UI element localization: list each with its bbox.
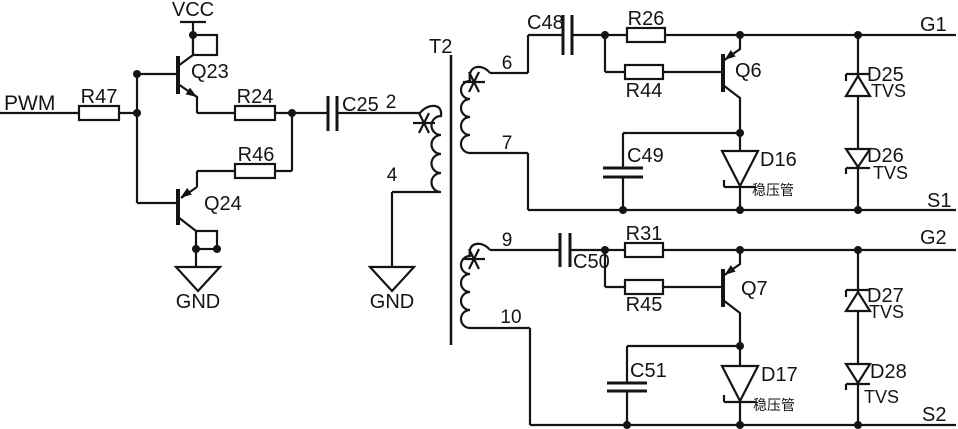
- collector-box-q24: [194, 229, 219, 251]
- net-label-s2: S2: [922, 404, 946, 426]
- input-stage: [0, 20, 420, 293]
- label-d27: D27: [867, 285, 904, 307]
- pin-label-7: 7: [502, 133, 513, 154]
- label-c25: C25: [342, 94, 379, 116]
- label-c48: C48: [527, 12, 564, 34]
- label-r45: R45: [626, 294, 663, 316]
- net-label-g2: G2: [920, 227, 947, 249]
- junction-dots: [133, 31, 862, 429]
- transistor-q23: [176, 22, 219, 113]
- gate-drive-channel-1: [490, 15, 956, 212]
- secondary-winding-2: [459, 242, 530, 330]
- tvs-d28: [844, 362, 872, 390]
- label-c51: C51: [630, 360, 667, 382]
- pin-label-4: 4: [387, 165, 398, 186]
- gate-drive-channel-2: [490, 233, 956, 427]
- pin-label-2: 2: [386, 92, 397, 113]
- label-c49: C49: [627, 145, 664, 167]
- label-r44: R44: [626, 80, 663, 102]
- label-r24: R24: [237, 86, 274, 108]
- label-d25-tvs: TVS: [871, 81, 906, 101]
- resistor-r24: [197, 104, 328, 122]
- capacitor-c51: [607, 344, 740, 425]
- wire-pwm: [0, 72, 178, 205]
- label-r26: R26: [628, 8, 665, 30]
- label-d27-tvs: TVS: [869, 302, 904, 322]
- label-c50: C50: [573, 251, 610, 273]
- capacitor-c49: [603, 131, 740, 210]
- net-label-vcc: VCC: [172, 0, 214, 21]
- net-label-gnd-left: GND: [176, 291, 220, 313]
- tvs-d27: [844, 288, 872, 313]
- label-d16: D16: [760, 149, 797, 171]
- gnd-symbol-left: [173, 265, 223, 293]
- zener-d16: [720, 149, 760, 189]
- tvs-d26: [843, 147, 873, 174]
- wire-pin6: [490, 33, 563, 75]
- resistor-r44: [603, 35, 723, 81]
- polarity-star-sec2: [463, 248, 485, 270]
- net-label-s1: S1: [927, 190, 951, 212]
- gnd-symbol-mid: [367, 265, 417, 293]
- label-d17-zener-cn: 稳压管: [753, 397, 795, 413]
- label-q23: Q23: [191, 61, 229, 83]
- label-d26: D26: [867, 145, 904, 167]
- capacitor-c25: [326, 96, 420, 131]
- label-q6: Q6: [735, 60, 762, 82]
- label-t2: T2: [429, 36, 452, 58]
- zener-d17: [720, 364, 760, 404]
- resistor-r46: [195, 113, 294, 187]
- label-r31: R31: [626, 223, 663, 245]
- pin-label-6: 6: [502, 53, 513, 74]
- pin-label-10: 10: [500, 307, 521, 328]
- label-r47: R47: [81, 86, 118, 108]
- polarity-star-sec1: [463, 71, 485, 93]
- net-label-g1: G1: [920, 14, 947, 36]
- resistor-r45: [603, 250, 723, 296]
- label-d16-zener-cn: 稳压管: [752, 182, 794, 198]
- collector-box-q23: [191, 33, 219, 57]
- capacitor-c48: [561, 15, 627, 55]
- net-label-pwm: PWM: [4, 92, 55, 115]
- resistor-r26: [625, 26, 956, 44]
- pin-label-9: 9: [502, 230, 513, 251]
- label-q24: Q24: [204, 193, 242, 215]
- label-d26-tvs: TVS: [873, 163, 908, 183]
- resistor-r31: [623, 241, 956, 259]
- label-r46: R46: [238, 144, 275, 166]
- label-d28-tvs: TVS: [864, 387, 899, 407]
- label-d17: D17: [761, 364, 798, 386]
- resistor-r47: [77, 104, 121, 122]
- polarity-star-primary: [413, 112, 435, 134]
- capacitor-c50: [558, 233, 625, 267]
- tvs-d25: [844, 72, 872, 98]
- label-d25: D25: [867, 64, 904, 86]
- primary-winding: [392, 104, 443, 194]
- label-d28: D28: [870, 361, 907, 383]
- transformer-t2: [367, 55, 530, 345]
- label-q7: Q7: [741, 278, 768, 300]
- net-label-gnd-mid: GND: [370, 291, 414, 313]
- transistor-q24: [176, 186, 219, 267]
